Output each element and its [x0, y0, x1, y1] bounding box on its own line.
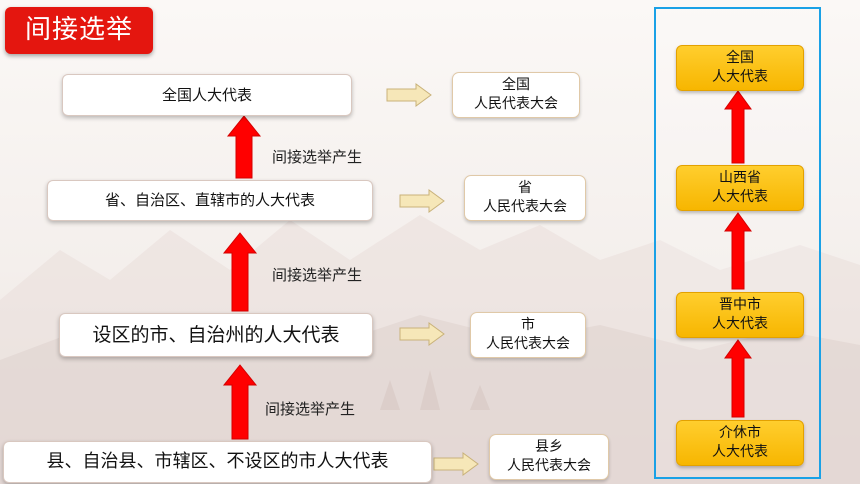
rep-box-province: 省、自治区、直辖市的人大代表: [47, 180, 373, 221]
example-box-shanxi: 山西省 人大代表: [676, 165, 804, 211]
right-arrow: [386, 83, 432, 107]
right-arrow: [433, 452, 479, 476]
congress-level: 市: [521, 317, 535, 333]
congress-box-city: 市 人民代表大会: [470, 312, 586, 358]
example-box-national: 全国 人大代表: [676, 45, 804, 91]
step-label: 间接选举产生: [272, 266, 363, 284]
example-level: 晋中市: [719, 297, 761, 313]
example-box-jinzhong: 晋中市 人大代表: [676, 292, 804, 338]
example-level: 全国: [726, 50, 754, 66]
rep-label: 县、自治县、市辖区、不设区的市人大代表: [46, 451, 389, 472]
example-role: 人大代表: [712, 189, 768, 205]
congress-level: 县乡: [535, 439, 563, 455]
rep-box-county: 县、自治县、市辖区、不设区的市人大代表: [3, 441, 432, 483]
congress-name: 人民代表大会: [483, 199, 567, 215]
up-arrow: [226, 115, 262, 179]
example-role: 人大代表: [712, 444, 768, 460]
congress-name: 人民代表大会: [507, 458, 591, 474]
up-arrow: [724, 90, 752, 164]
up-arrow: [222, 364, 258, 440]
rep-box-city: 设区的市、自治州的人大代表: [59, 313, 373, 357]
rep-label: 全国人大代表: [161, 86, 252, 104]
example-box-jiexiu: 介休市 人大代表: [676, 420, 804, 466]
congress-box-county: 县乡 人民代表大会: [489, 434, 609, 480]
step-label: 间接选举产生: [272, 148, 363, 166]
step-label: 间接选举产生: [265, 400, 356, 418]
example-level: 山西省: [719, 170, 761, 186]
rep-box-national: 全国人大代表: [62, 74, 352, 116]
example-level: 介休市: [719, 425, 761, 441]
congress-level: 省: [518, 180, 532, 196]
right-arrow: [399, 189, 445, 213]
congress-box-province: 省 人民代表大会: [464, 175, 586, 221]
congress-level: 全国: [502, 77, 530, 93]
example-role: 人大代表: [712, 316, 768, 332]
rep-label: 设区的市、自治州的人大代表: [92, 324, 340, 346]
up-arrow: [724, 212, 752, 290]
page-title: 间接选举: [5, 7, 153, 54]
right-arrow: [399, 322, 445, 346]
rep-label: 省、自治区、直辖市的人大代表: [104, 191, 315, 209]
up-arrow: [222, 232, 258, 312]
example-role: 人大代表: [712, 69, 768, 85]
up-arrow: [724, 339, 752, 418]
congress-box-national: 全国 人民代表大会: [452, 72, 580, 118]
congress-name: 人民代表大会: [486, 336, 570, 352]
congress-name: 人民代表大会: [474, 96, 558, 112]
